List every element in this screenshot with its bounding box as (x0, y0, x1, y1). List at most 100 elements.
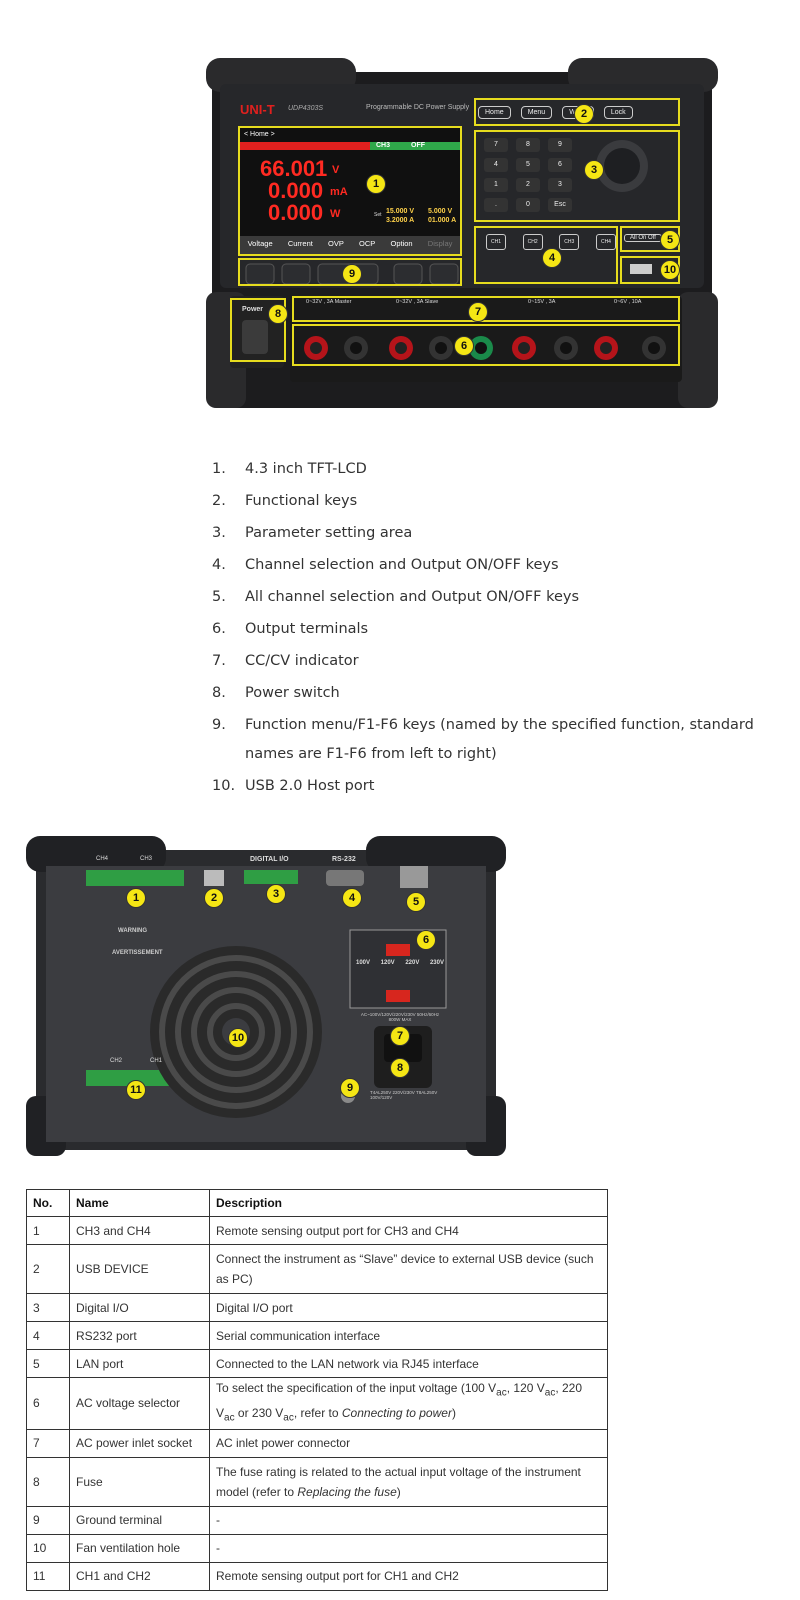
front-panel-image: UNI-T UDP4303S Programmable DC Power Sup… (206, 58, 718, 412)
desc-text: The fuse rating is related to the actual… (216, 1464, 581, 1499)
home-key: Home (478, 106, 511, 119)
list-item: 4.Channel selection and Output ON/OFF ke… (212, 551, 792, 580)
rear-panel-table: No. Name Description 1 CH3 and CH4 Remot… (26, 1189, 608, 1591)
cell-no: 9 (26, 1505, 70, 1535)
list-item: 9.Function menu/F1-F6 keys (named by the… (212, 711, 792, 769)
ac-option: 100V (356, 960, 371, 966)
numpad-key: 8 (516, 138, 540, 152)
list-item-number: 8. (212, 685, 226, 701)
cell-name: USB DEVICE (69, 1244, 210, 1294)
table-row: 7 AC power inlet socket AC inlet power c… (26, 1428, 608, 1458)
list-item-text: USB 2.0 Host port (245, 778, 375, 794)
cell-description: To select the specification of the input… (209, 1377, 608, 1430)
marker-6: 6 (454, 336, 474, 356)
list-item: 7.CC/CV indicator (212, 647, 792, 676)
list-item-number: 7. (212, 653, 226, 669)
rear-label-digital-io: DIGITAL I/O (250, 856, 289, 863)
rear-marker-1: 1 (126, 888, 146, 908)
marker-8: 8 (268, 304, 288, 324)
desc-reference-link[interactable]: Connecting to power (341, 1406, 452, 1421)
power-label: Power (242, 306, 264, 313)
marker-1: 1 (366, 174, 386, 194)
screen-set-voltage-2: 5.000 V (428, 208, 453, 215)
list-item-number: 2. (212, 493, 226, 509)
table-header-row: No. Name Description (26, 1189, 608, 1217)
table-row: 8 Fuse The fuse rating is related to the… (26, 1456, 608, 1507)
ac-option: 120V (380, 960, 395, 966)
table-row: 11 CH1 and CH2 Remote sensing output por… (26, 1561, 608, 1591)
list-item-text: Power switch (245, 685, 340, 701)
device-subtitle: Programmable DC Power Supply (366, 104, 470, 111)
screen-off-label: OFF (411, 142, 425, 149)
cell-no: 1 (26, 1216, 70, 1245)
screen-ch3-label: CH3 (376, 142, 391, 149)
rear-label-ch2: CH2 (110, 1058, 123, 1064)
list-item-number: 10. (212, 778, 236, 794)
cell-no: 7 (26, 1428, 70, 1458)
callout-box-power (230, 298, 286, 362)
rear-warning: WARNING (118, 928, 147, 934)
rear-label-ch3: CH3 (140, 856, 153, 862)
cell-description: - (209, 1505, 608, 1535)
table-row: 2 USB DEVICE Connect the instrument as “… (26, 1244, 608, 1294)
list-item-text: Functional keys (245, 493, 358, 509)
softkey-ovp: OVP (328, 239, 344, 248)
desc-reference-link[interactable]: Replacing the fuse (297, 1484, 397, 1499)
table-row: 4 RS232 port Serial communication interf… (26, 1321, 608, 1350)
numpad-key: 4 (484, 158, 508, 172)
table-row: 9 Ground terminal - (26, 1505, 608, 1535)
list-item-text: All channel selection and Output ON/OFF … (245, 589, 580, 605)
table-row: 3 Digital I/O Digital I/O port (26, 1293, 608, 1322)
rear-marker-9: 9 (340, 1078, 360, 1098)
header-no: No. (26, 1189, 70, 1217)
screen-set-current: 3.2000 A (386, 217, 415, 224)
desc-text: ) (451, 1406, 456, 1421)
rear-panel-image: CH4 CH3 DIGITAL I/O RS-232 CH2 CH1 WARNI… (26, 836, 506, 1156)
list-item-number: 4. (212, 557, 226, 573)
header-description: Description (209, 1189, 608, 1217)
cell-name: RS232 port (69, 1321, 210, 1350)
numpad-key: 7 (484, 138, 508, 152)
cell-no: 11 (26, 1561, 70, 1591)
screen-breadcrumb: < Home > (244, 131, 275, 138)
numpad-key: . (484, 198, 508, 212)
marker-5: 5 (660, 230, 680, 250)
rear-marker-10: 10 (228, 1028, 248, 1048)
cell-no: 8 (26, 1456, 70, 1507)
rear-label-ch4: CH4 (96, 856, 109, 862)
callout-box-parameter (474, 130, 680, 222)
callout-box-function-keys (474, 98, 680, 126)
screen-softkeys: Voltage Current OVP OCP Option Display (240, 239, 460, 248)
table-row: 5 LAN port Connected to the LAN network … (26, 1349, 608, 1378)
ch1-key: CH1 (486, 234, 506, 250)
channel-keys: CH1 CH2 CH3 CH4 (486, 234, 616, 250)
list-item: 2. Functional keys (212, 487, 792, 516)
rear-label-rs232: RS-232 (332, 856, 356, 863)
cell-name: CH3 and CH4 (69, 1216, 210, 1245)
rear-marker-11: 11 (126, 1080, 146, 1100)
softkey-current: Current (287, 239, 313, 248)
softkey-display: Display (427, 239, 453, 248)
softkey-option: Option (390, 239, 413, 248)
ch3-key: CH3 (559, 234, 580, 250)
list-item: 8. Power switch (212, 679, 792, 708)
cell-name: Fan ventilation hole (69, 1533, 210, 1563)
numpad-key: 6 (548, 158, 572, 172)
callout-box-indicators (292, 296, 680, 322)
ch4-range: 0~6V , 10A (614, 299, 642, 305)
list-item-text: Function menu/F1-F6 keys (named by the s… (245, 717, 754, 762)
desc-text: ) (396, 1484, 401, 1499)
ch2-key: CH2 (522, 234, 543, 250)
marker-7: 7 (468, 302, 488, 322)
screen-power-reading: 0.000 (268, 200, 324, 225)
screen-current-unit: mA (330, 186, 348, 198)
cell-description: Connect the instrument as “Slave” device… (209, 1244, 608, 1294)
cell-no: 2 (26, 1244, 70, 1294)
ac-option: 230V (429, 960, 444, 966)
numpad-key: 2 (516, 178, 540, 192)
cell-no: 6 (26, 1377, 70, 1430)
cell-description: AC inlet power connector (209, 1428, 608, 1458)
desc-subscript: ac (283, 1412, 294, 1424)
marker-10: 10 (660, 260, 680, 280)
cell-description: Serial communication interface (209, 1321, 608, 1350)
